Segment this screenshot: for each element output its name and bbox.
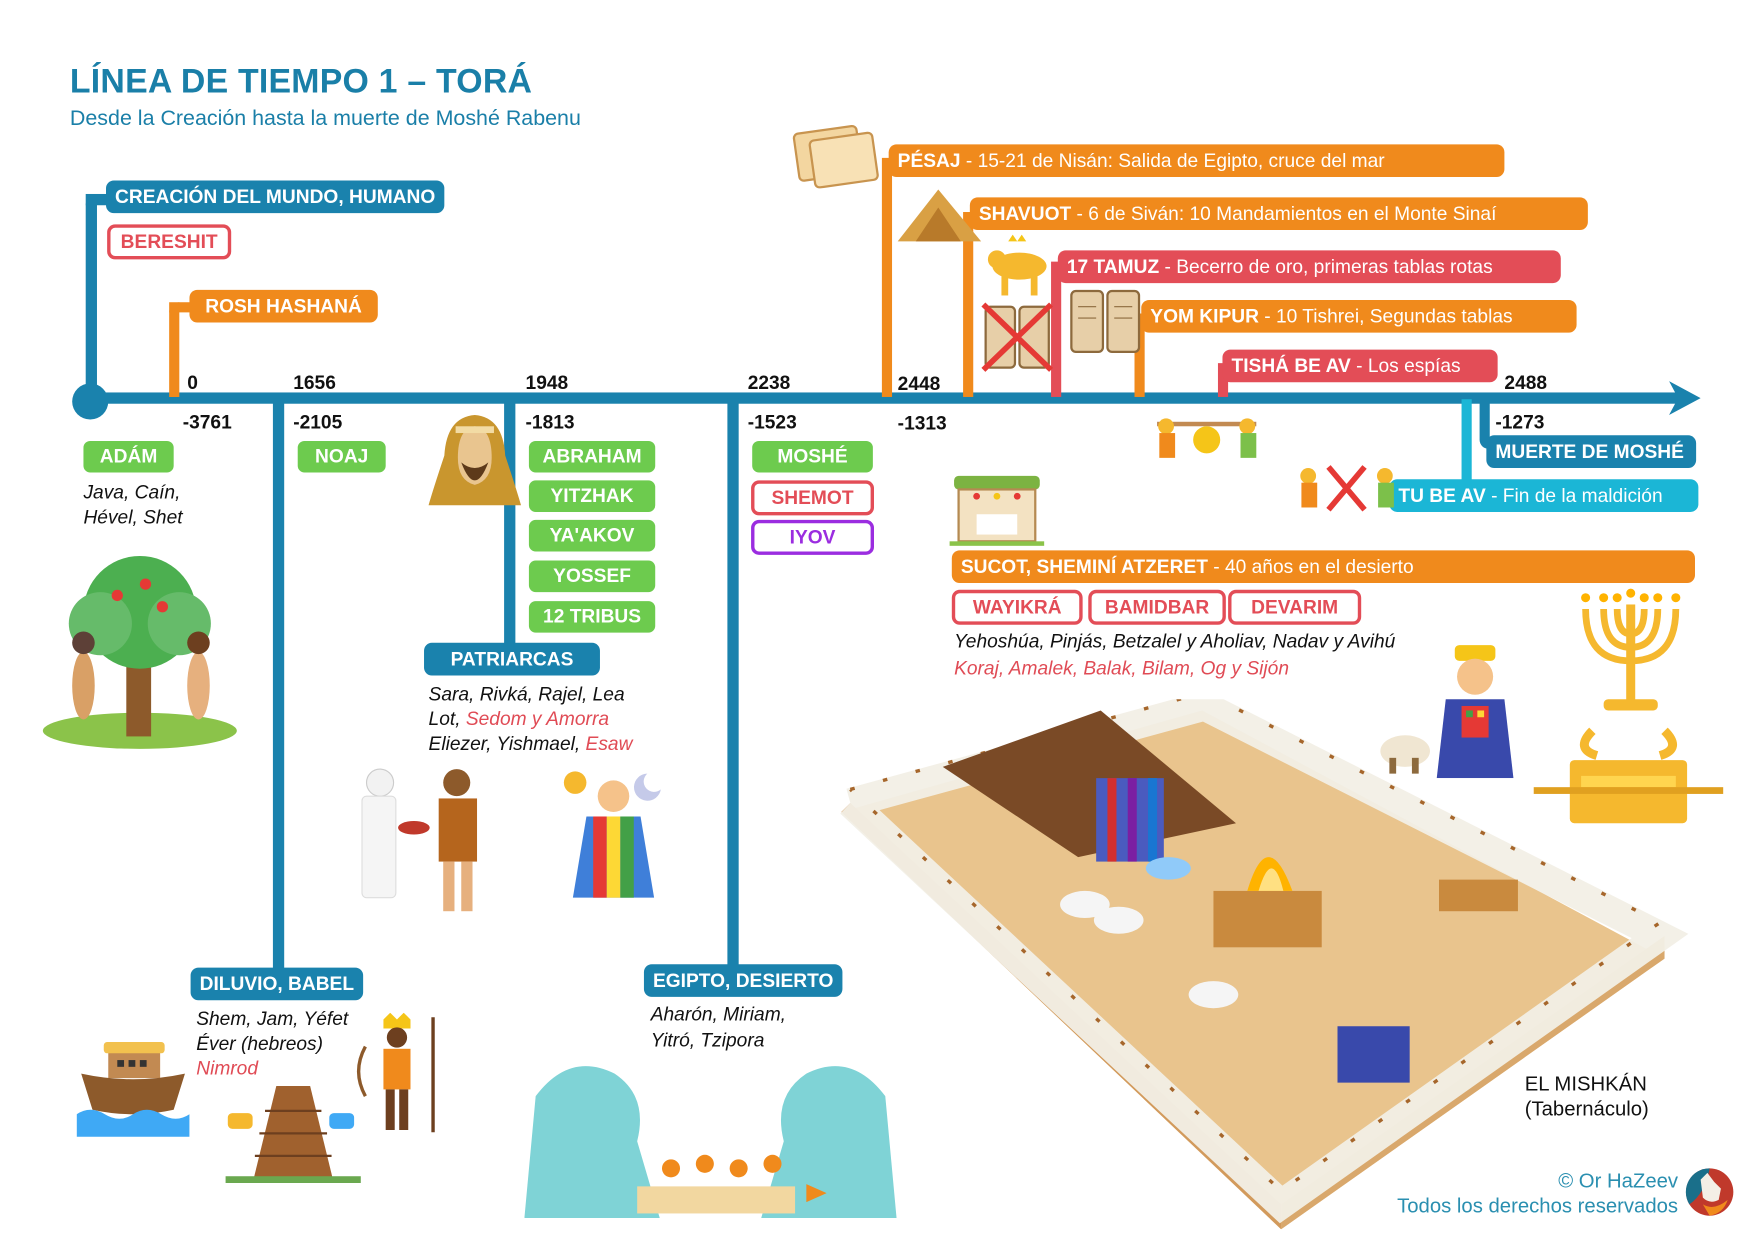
book-devarim: DEVARIM (1228, 589, 1362, 625)
creation-connector (85, 193, 97, 400)
abraham-portrait-icon (428, 415, 522, 506)
year-bce-1523: -1523 (747, 411, 797, 434)
year-bce-1813: -1813 (525, 411, 575, 434)
yom-kipur-connector (1134, 313, 1145, 397)
golden-calf-icon (987, 234, 1047, 296)
shavuot-connector (963, 212, 974, 397)
year-am-1948: 1948 (525, 372, 569, 394)
desert-antagonists: Koraj, Amalek, Balak, Bilam, Og y Sijón (954, 657, 1290, 679)
second-tablets-icon (1070, 289, 1141, 353)
person-adam: ADÁM (83, 440, 174, 473)
adam-family-line1: Java, Caín, (83, 481, 181, 503)
year-bce-1273: -1273 (1495, 411, 1545, 434)
high-priest-icon (1380, 645, 1514, 779)
event-sucot-shemini-atzeret: SUCOT, SHEMINÍ ATZERET - 40 años en el d… (951, 550, 1695, 584)
tisha-be-av-connector (1217, 363, 1229, 397)
event-shavuot: SHAVUOT - 6 de Siván: 10 Mandamientos en… (969, 197, 1588, 231)
creation-connector-top (85, 193, 120, 206)
nimrod-hunter-icon (356, 1012, 435, 1133)
noahs-ark-icon (76, 1042, 190, 1137)
book-wayikra: WAYIKRÁ (951, 589, 1083, 625)
year-am-2448: 2448 (897, 373, 941, 395)
year-am-2238: 2238 (747, 372, 791, 394)
ark-of-covenant-icon (1533, 727, 1724, 824)
mishkan-label-line2: (Tabernáculo) (1524, 1097, 1649, 1120)
event-muerte-de-moshe: MUERTE DE MOSHÉ (1486, 435, 1697, 469)
timeline-axis (90, 392, 1681, 404)
pesaj-connector (881, 157, 893, 397)
footer-copyright: © Or HaZeev (1558, 1169, 1679, 1193)
rosh-hashana-connector-top (169, 302, 198, 313)
patriarcas-connector (504, 398, 516, 647)
book-iyov: IYOV (751, 519, 874, 555)
spies-with-grapes-icon (1157, 418, 1257, 458)
spies-crossed-out-icon (1300, 465, 1394, 512)
tamuz-connector (1051, 261, 1062, 397)
eliezer-rivka-meeting-icon (361, 768, 478, 912)
broken-tablets-icon (981, 302, 1054, 372)
person-abraham: ABRAHAM (528, 440, 656, 473)
mishkan-tabernacle-illustration (840, 699, 1689, 1230)
timeline-arrowhead-icon (1669, 381, 1701, 416)
person-yaakov: YA'AKOV (528, 519, 656, 552)
moshe-connector (727, 398, 739, 969)
page-title: LÍNEA DE TIEMPO 1 – TORÁ (69, 63, 533, 101)
mishkan-label-line1: EL MISHKÁN (1524, 1072, 1647, 1096)
book-bereshit: BERESHIT (107, 224, 232, 260)
noaj-family-line1: Shem, Jam, Yéfet (196, 1008, 349, 1030)
desert-figures: Yehoshúa, Pinjás, Betzalel y Aholiav, Na… (954, 630, 1396, 652)
book-bamidbar: BAMIDBAR (1088, 589, 1226, 625)
year-am-2488: 2488 (1504, 372, 1548, 394)
or-hazeev-wolf-logo-icon (1685, 1168, 1734, 1216)
patriarcas-names-line3: Eliezer, Yishmael, Esaw (428, 733, 633, 755)
year-bce-1313: -1313 (897, 412, 947, 435)
patriarcas-names-line2: Lot, Sedom y Amorra (428, 708, 609, 730)
event-creation: CREACIÓN DEL MUNDO, HUMANO (106, 180, 445, 214)
noaj-family-line2: Éver (hebreos) (196, 1033, 324, 1055)
period-patriarcas: PATRIARCAS (424, 642, 600, 676)
moshe-family-line2: Yitró, Tzipora (650, 1029, 765, 1052)
tu-be-av-connector (1461, 399, 1472, 492)
tower-of-babel-icon (225, 1086, 361, 1183)
year-am-0: 0 (187, 372, 198, 394)
year-bce-2105: -2105 (293, 411, 343, 434)
event-tisha-be-av: TISHÁ BE AV - Los espías (1222, 349, 1498, 383)
yossef-coat-icon (563, 771, 661, 898)
noaj-antagonist: Nimrod (196, 1057, 259, 1080)
sukkah-icon (949, 475, 1045, 546)
mount-sinai-icon (897, 189, 982, 242)
group-12-tribus: 12 TRIBUS (528, 601, 656, 633)
book-shemot: SHEMOT (751, 480, 874, 516)
person-yitzhak: YITZHAK (528, 480, 656, 512)
year-bce-3761: -3761 (182, 411, 232, 434)
matza-icon (792, 124, 879, 189)
event-yom-kipur: YOM KIPUR - 10 Tishrei, Segundas tablas (1141, 299, 1577, 333)
page-subtitle: Desde la Creación hasta la muerte de Mos… (69, 107, 581, 131)
period-egipto-desierto: EGIPTO, DESIERTO (643, 964, 843, 997)
year-am-1656: 1656 (293, 372, 336, 394)
person-yossef: YOSSEF (528, 560, 656, 593)
adam-and-eve-tree-icon (42, 555, 237, 749)
rosh-hashana-connector (169, 302, 180, 397)
person-moshe: MOSHÉ (752, 440, 873, 473)
noaj-connector (272, 398, 285, 976)
moshe-family-line1: Aharón, Miriam, (650, 1003, 787, 1026)
splitting-of-the-sea-icon (524, 1066, 897, 1218)
event-17-tamuz: 17 TAMUZ - Becerro de oro, primeras tabl… (1057, 250, 1561, 284)
muerte-moshe-connector (1479, 399, 1490, 449)
footer-rights: Todos los derechos reservados (1397, 1194, 1679, 1217)
adam-family-line2: Hével, Shet (83, 506, 183, 528)
person-noaj: NOAJ (297, 440, 386, 473)
event-tu-be-av: TU BE AV - Fin de la maldición (1389, 479, 1699, 512)
menorah-icon (1581, 588, 1681, 711)
period-diluvio-babel: DILUVIO, BABEL (190, 967, 364, 1001)
patriarcas-names-line1: Sara, Rivká, Rajel, Lea (428, 683, 625, 705)
event-pesaj: PÉSAJ - 15-21 de Nisán: Salida de Egipto… (888, 144, 1505, 178)
event-rosh-hashana: ROSH HASHANÁ (189, 289, 378, 323)
